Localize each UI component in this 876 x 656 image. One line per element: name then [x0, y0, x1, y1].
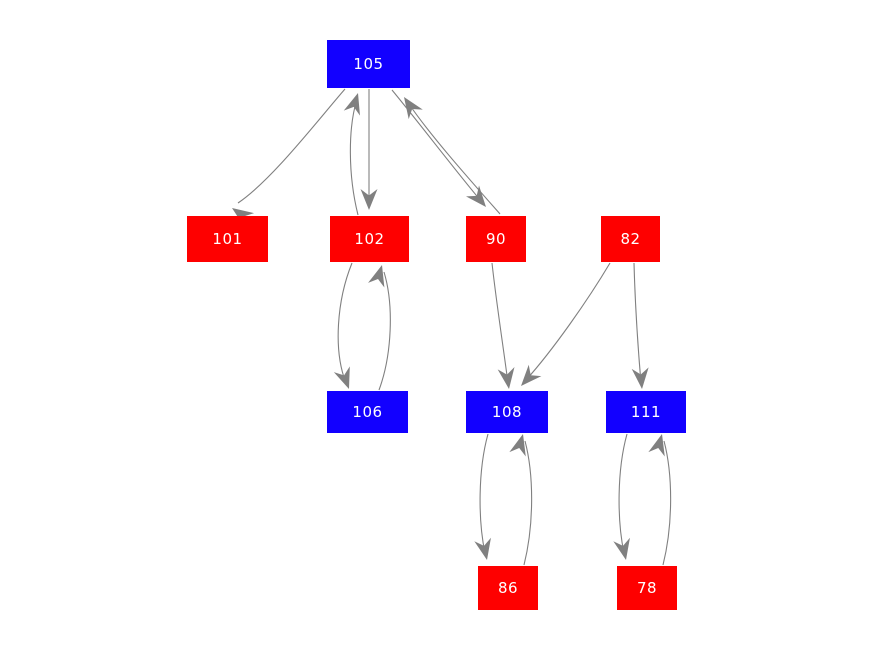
- graph-edge: [491, 262, 509, 384]
- graph-edge: [237, 88, 346, 204]
- graph-node-label: 111: [630, 402, 662, 421]
- edge-arrowhead: [404, 97, 423, 120]
- graph-edge: [479, 433, 489, 554]
- graph-edge: [408, 103, 501, 215]
- edge-arrowhead: [631, 367, 649, 389]
- graph-node-108[interactable]: 108: [466, 391, 548, 433]
- graph-edge: [525, 262, 611, 381]
- graph-node-label: 101: [212, 229, 243, 248]
- graph-node-78[interactable]: 78: [617, 566, 677, 610]
- edge-arrowhead: [368, 265, 385, 288]
- edge-arrowhead: [497, 367, 515, 389]
- graph-edge: [337, 262, 353, 384]
- graph-node-106[interactable]: 106: [327, 391, 408, 433]
- graph-node-label: 102: [354, 229, 385, 248]
- edge-arrowhead: [333, 366, 350, 389]
- graph-edge: [349, 98, 359, 216]
- edge-arrowhead: [509, 434, 526, 457]
- graph-node-label: 90: [485, 229, 507, 248]
- graph-node-105[interactable]: 105: [327, 40, 410, 88]
- graph-edge: [662, 440, 672, 566]
- graph-node-label: 108: [491, 402, 523, 421]
- edge-arrowhead: [343, 93, 360, 116]
- edge-arrowhead: [474, 537, 491, 560]
- graph-node-90[interactable]: 90: [466, 216, 526, 262]
- graph-node-label: 86: [497, 578, 519, 597]
- graph-edge: [378, 271, 391, 391]
- graph-node-label: 82: [620, 229, 641, 248]
- graph-node-label: 105: [353, 54, 384, 73]
- edge-arrowhead: [613, 537, 630, 560]
- graph-edge: [633, 262, 642, 384]
- edge-arrowhead: [648, 434, 665, 457]
- graph-node-label: 78: [636, 578, 658, 597]
- graph-node-82[interactable]: 82: [601, 216, 660, 262]
- edge-arrowhead: [360, 189, 378, 210]
- graph-node-86[interactable]: 86: [478, 566, 538, 610]
- graph-node-111[interactable]: 111: [606, 391, 686, 433]
- graph-node-101[interactable]: 101: [187, 216, 268, 262]
- edge-arrowhead: [521, 364, 542, 386]
- edge-arrowhead: [465, 185, 486, 207]
- graph-edge: [391, 89, 482, 202]
- graph-edge: [523, 440, 533, 566]
- graph-edge: [618, 433, 628, 554]
- graph-node-label: 106: [352, 402, 383, 421]
- graph-node-102[interactable]: 102: [330, 216, 409, 262]
